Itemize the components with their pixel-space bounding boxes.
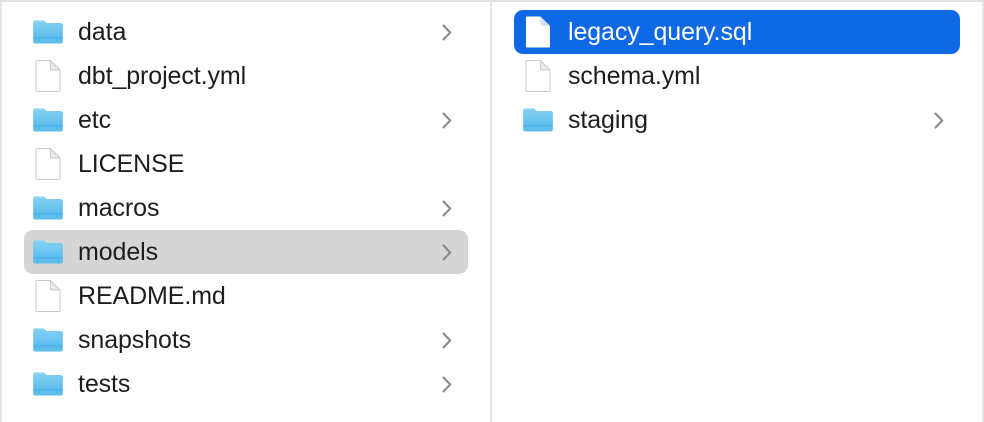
item-label: macros [78, 195, 160, 221]
chevron-right-icon [440, 197, 454, 219]
file-row[interactable]: dbt_project.yml [24, 54, 468, 98]
document-icon [32, 148, 64, 180]
folder-row[interactable]: tests [24, 362, 468, 406]
document-icon [32, 60, 64, 92]
file-row[interactable]: legacy_query.sql [514, 10, 960, 54]
chevron-right-icon [440, 329, 454, 351]
folder-icon [522, 104, 554, 136]
folder-icon [32, 236, 64, 268]
folder-row[interactable]: staging [514, 98, 960, 142]
folder-icon [32, 368, 64, 400]
document-icon [522, 60, 554, 92]
file-row[interactable]: README.md [24, 274, 468, 318]
document-icon [32, 280, 64, 312]
folder-row[interactable]: macros [24, 186, 468, 230]
folder-icon [32, 192, 64, 224]
folder-row[interactable]: data [24, 10, 468, 54]
chevron-right-icon [440, 241, 454, 263]
item-label: LICENSE [78, 151, 185, 177]
item-label: models [78, 239, 158, 265]
models-directory-column: legacy_query.sql schema.yml [492, 2, 982, 422]
chevron-right-icon [440, 373, 454, 395]
folder-row[interactable]: etc [24, 98, 468, 142]
parent-directory-column: data dbt_project.yml [2, 2, 492, 422]
folder-icon [32, 104, 64, 136]
file-row[interactable]: schema.yml [514, 54, 960, 98]
item-label: snapshots [78, 327, 192, 353]
item-label: schema.yml [568, 63, 701, 89]
chevron-right-icon [440, 109, 454, 131]
chevron-right-icon [932, 109, 946, 131]
item-label: dbt_project.yml [78, 63, 247, 89]
item-label: data [78, 19, 127, 45]
folder-row[interactable]: snapshots [24, 318, 468, 362]
chevron-right-icon [440, 21, 454, 43]
item-label: README.md [78, 283, 226, 309]
folder-icon [32, 16, 64, 48]
item-label: legacy_query.sql [568, 19, 753, 45]
folder-icon [32, 324, 64, 356]
folder-row[interactable]: models [24, 230, 468, 274]
document-icon [522, 16, 554, 48]
item-label: staging [568, 107, 648, 133]
item-label: tests [78, 371, 131, 397]
item-label: etc [78, 107, 112, 133]
file-row[interactable]: LICENSE [24, 142, 468, 186]
